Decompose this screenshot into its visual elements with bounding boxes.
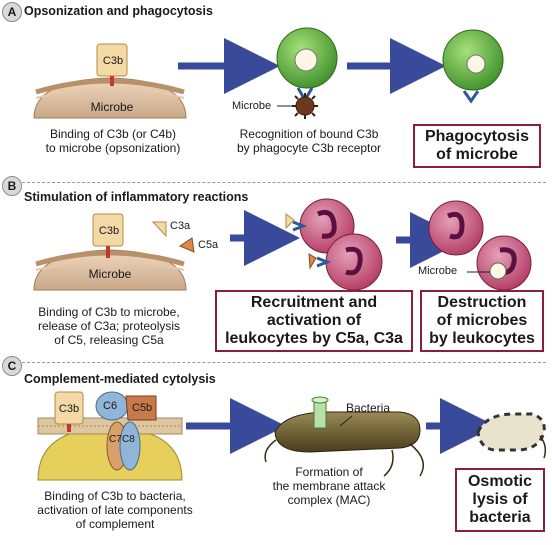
phagocyte-a — [276, 27, 338, 103]
leukocytes-destroying — [428, 200, 532, 291]
c3b-label-a: C3b — [102, 55, 124, 67]
section-c-title: Complement-mediated cytolysis — [24, 372, 216, 386]
section-b-badge: B — [2, 176, 22, 196]
section-a-title: Opsonization and phagocytosis — [24, 4, 213, 18]
bacteria-label: Bacteria — [346, 401, 391, 415]
c3b-label-b: C3b — [98, 225, 120, 237]
c5b-label: C5b — [132, 402, 153, 414]
microbe-spiky-a — [292, 93, 318, 119]
c3b-fragment-a — [96, 43, 128, 86]
section-b-title: Stimulation of inflammatory reactions — [24, 190, 249, 204]
c5a-label: C5a — [198, 239, 219, 251]
section-divider-2 — [12, 362, 546, 363]
c3b-fragment-b — [92, 213, 124, 258]
mac-complex — [95, 391, 157, 471]
c6-label: C6 — [103, 400, 118, 412]
section-a-badge: A — [2, 2, 22, 22]
c5a-fragment — [178, 237, 195, 253]
microbe-pointer-label-b: Microbe — [418, 265, 458, 277]
c3a-label: C3a — [170, 220, 191, 232]
microbe-label-a: Microbe — [90, 100, 134, 114]
c3b-label-c: C3b — [58, 403, 80, 415]
caption-cytolysis: Binding of C3b to bacteria,activation of… — [37, 489, 193, 531]
section-divider-1 — [12, 182, 546, 183]
caption-opsonization: Binding of C3b (or C4b)to microbe (opson… — [45, 127, 181, 155]
c8-label: C8 — [122, 434, 135, 445]
pointer-line-c — [339, 415, 353, 427]
c3b-fragment-c — [54, 391, 84, 432]
section-c-badge: C — [2, 356, 22, 376]
c3a-fragment — [151, 221, 167, 238]
c7-label: C7 — [109, 434, 122, 445]
bacterium-with-pore — [264, 396, 425, 477]
microbe-pointer-label-a: Microbe — [232, 100, 272, 112]
lysed-bacterium — [476, 412, 547, 459]
microbe-label-b: Microbe — [88, 267, 132, 281]
leukocytes-recruited — [285, 198, 383, 291]
caption-inflammation: Binding of C3b to microbe,release of C3a… — [37, 305, 181, 347]
phagocyte-ingested-a — [442, 29, 504, 104]
